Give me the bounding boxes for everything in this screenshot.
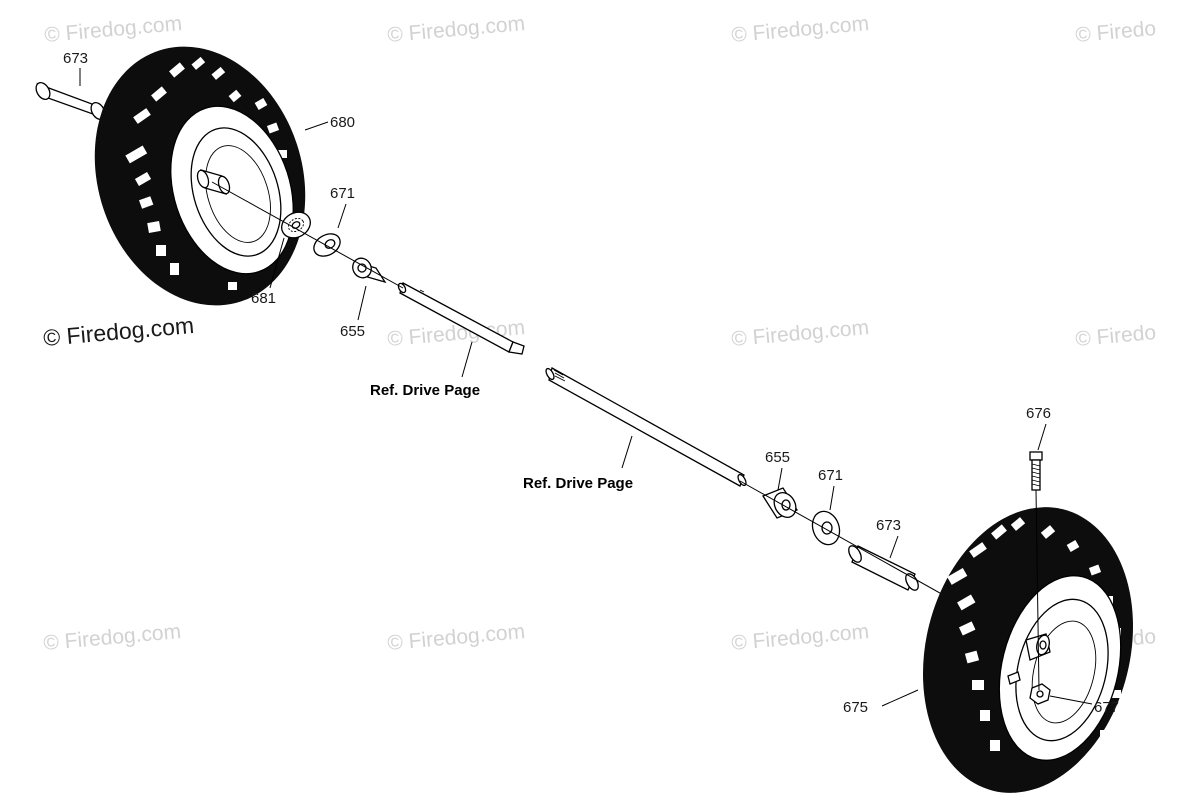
spacer-tube-left [35,81,107,121]
watermark: © Firedog.com [386,620,526,655]
leader-line [621,435,633,469]
part-number-671-left: 671 [330,185,355,202]
watermark: © Firedo [1074,17,1157,47]
center-line-left [211,181,404,289]
leader-line [889,535,899,559]
leader-line [829,485,835,511]
leader-line [1049,695,1093,705]
watermark: © Firedog.com [43,12,183,47]
part-number-673-left: 673 [63,50,88,67]
part-number-675: 675 [843,699,868,716]
watermark: © Firedo [1074,321,1157,351]
part-number-677: 677 [1094,699,1119,716]
washer-left [313,233,341,257]
watermark: © Firedog.com [386,12,526,47]
ref-drive-page-left[interactable]: Ref. Drive Page [370,382,480,399]
watermark: © Firedog.com [42,620,182,655]
part-number-673-right: 673 [876,517,901,534]
part-number-681: 681 [251,290,276,307]
wheel-right [922,507,1134,793]
axle-left [397,282,525,355]
wheel-left [94,46,306,306]
part-number-671-right: 671 [818,467,843,484]
watermark: © Firedog.com [42,312,195,351]
bolt-676 [1029,451,1043,691]
axle-right [545,367,747,487]
watermark: © Firedog.com [730,316,870,351]
watermark: © Firedog.com [730,12,870,47]
part-number-676: 676 [1026,405,1051,422]
leader-line [304,121,329,131]
part-number-655-left: 655 [340,323,365,340]
tread-pattern [125,56,287,290]
watermark: © Firedog.com [730,620,870,655]
leader-line [1037,423,1047,451]
leader-line [777,467,783,491]
leader-line [461,341,473,378]
leader-line [337,203,347,229]
leader-line [357,285,367,321]
washer-right [811,510,841,546]
leader-line [269,237,285,289]
spacer-tube-right [848,545,919,591]
leader-line [881,689,919,707]
ref-drive-page-right[interactable]: Ref. Drive Page [523,475,633,492]
part-number-680: 680 [330,114,355,131]
part-number-655-right: 655 [765,449,790,466]
